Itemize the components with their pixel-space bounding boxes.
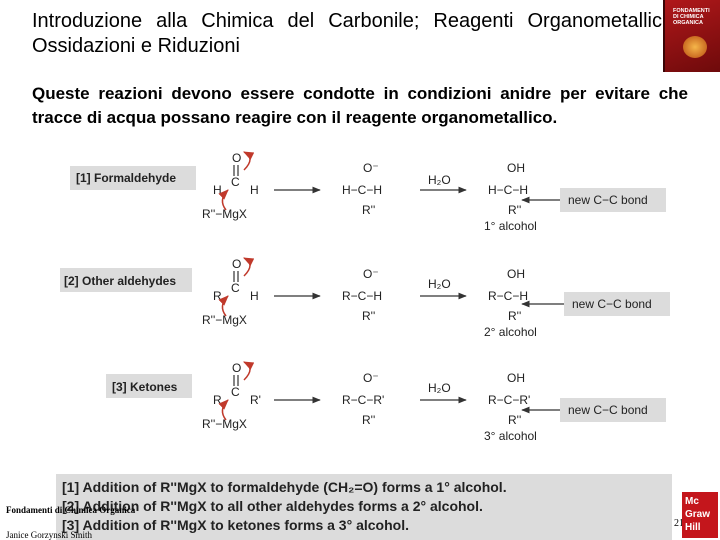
new-bond-label: new C−C bond (568, 403, 648, 417)
carbonyl-oxygen: O (232, 257, 241, 271)
publisher-logo: Mc Graw Hill (682, 492, 718, 538)
book-cover-art (683, 36, 707, 58)
left-substituent: H (213, 183, 222, 197)
left-substituent: R (213, 393, 222, 407)
row-label: [2] Other aldehydes (64, 274, 176, 288)
alcohol-skeleton: R−C−R' (488, 393, 530, 407)
water-reagent: H₂O (428, 173, 451, 187)
alcohol-r-group: R'' (508, 203, 521, 217)
alkoxide-r-group: R'' (362, 203, 375, 217)
carbonyl-carbon: C (231, 385, 240, 399)
new-bond-box (560, 398, 666, 422)
book-cover-title: FONDAMENTI DI CHIMICA ORGANICA (673, 8, 710, 26)
alcohol-oh: OH (507, 267, 525, 281)
new-bond-box (560, 188, 666, 212)
grignard-reagent: R''−MgX (202, 313, 247, 327)
product-class: 1° alcohol (484, 219, 537, 233)
page-title: Introduzione alla Chimica del Carbonile;… (32, 10, 672, 57)
alcohol-skeleton: R−C−H (488, 289, 528, 303)
alcohol-skeleton: H−C−H (488, 183, 528, 197)
alkoxide-skeleton: R−C−R' (342, 393, 384, 407)
new-bond-label: new C−C bond (572, 297, 652, 311)
summary-box: [1] Addition of R''MgX to formaldehyde (… (56, 474, 672, 540)
row-label: [1] Formaldehyde (76, 171, 176, 185)
alcohol-oh: OH (507, 161, 525, 175)
right-substituent: R' (250, 393, 261, 407)
right-substituent: H (250, 183, 259, 197)
footer-author: Janice Gorzynski Smith (6, 530, 92, 540)
alcohol-r-group: R'' (508, 413, 521, 427)
water-reagent: H₂O (428, 277, 451, 291)
product-class: 2° alcohol (484, 325, 537, 339)
book-cover-image: FONDAMENTI DI CHIMICA ORGANICA (663, 0, 720, 72)
summary-line-2: [2] Addition of R''MgX to all other alde… (62, 498, 483, 514)
reaction-row-1: [1] Formaldehyde O C H H R''−MgX O⁻ H−C−… (70, 151, 666, 233)
alkoxide-skeleton: R−C−H (342, 289, 382, 303)
reaction-row-2: [2] Other aldehydes O C R H R''−MgX O⁻ R… (60, 257, 670, 339)
grignard-reagent: R''−MgX (202, 207, 247, 221)
carbonyl-oxygen: O (232, 361, 241, 375)
grignard-reagent: R''−MgX (202, 417, 247, 431)
footer-credit: Fondamenti di Chimica Organica Janice Go… (6, 498, 135, 540)
summary-line-3: [3] Addition of R''MgX to ketones forms … (62, 517, 409, 533)
reaction-row-3: [3] Ketones O C R R' R''−MgX O⁻ R−C−R' R… (106, 361, 666, 443)
product-class: 3° alcohol (484, 429, 537, 443)
alcohol-r-group: R'' (508, 309, 521, 323)
row-label-box (60, 268, 192, 292)
row-label: [3] Ketones (112, 380, 178, 394)
alkoxide-skeleton: H−C−H (342, 183, 382, 197)
alkoxide-r-group: R'' (362, 413, 375, 427)
right-substituent: H (250, 289, 259, 303)
water-reagent: H₂O (428, 381, 451, 395)
alkoxide-oxygen: O⁻ (363, 267, 379, 281)
page-number: 21 (674, 518, 684, 529)
alkoxide-oxygen: O⁻ (363, 161, 379, 175)
intro-paragraph: Queste reazioni devono essere condotte i… (32, 84, 688, 127)
row-label-box (106, 374, 192, 398)
alcohol-oh: OH (507, 371, 525, 385)
carbonyl-carbon: C (231, 175, 240, 189)
row-label-box (70, 166, 196, 190)
summary-line-1: [1] Addition of R''MgX to formaldehyde (… (62, 479, 507, 495)
new-bond-label: new C−C bond (568, 193, 648, 207)
alkoxide-oxygen: O⁻ (363, 371, 379, 385)
new-bond-box (564, 292, 670, 316)
carbonyl-oxygen: O (232, 151, 241, 165)
carbonyl-carbon: C (231, 281, 240, 295)
alkoxide-r-group: R'' (362, 309, 375, 323)
left-substituent: R (213, 289, 222, 303)
footer-book-title: Fondamenti di Chimica Organica (6, 505, 136, 515)
